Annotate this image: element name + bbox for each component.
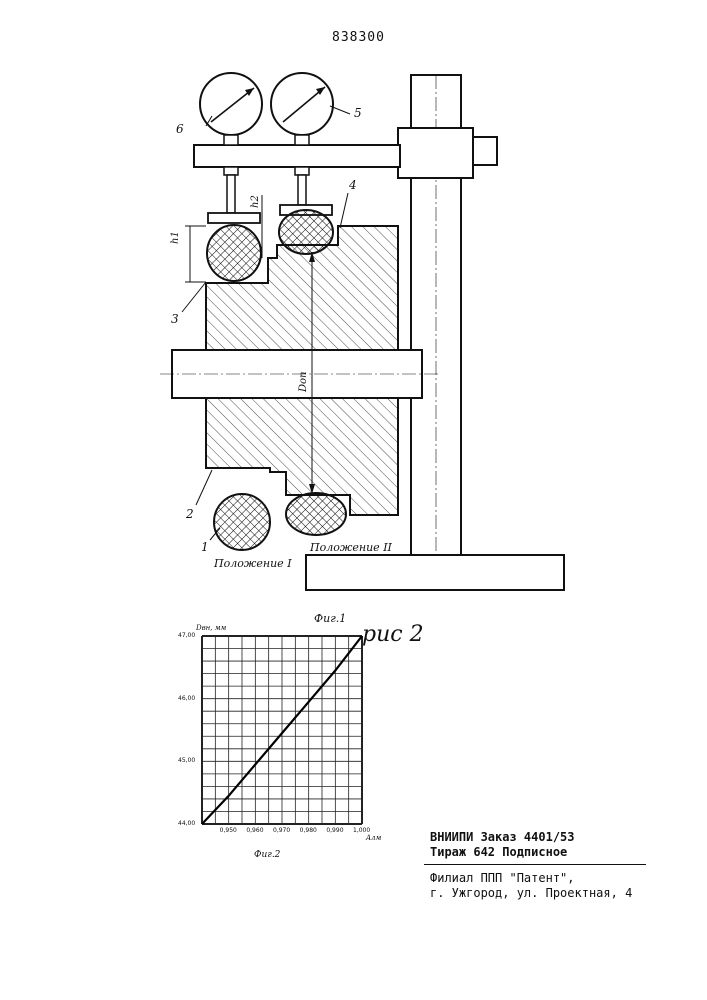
imprint-line-2: Тираж 642 Подписное bbox=[430, 845, 567, 859]
imprint-divider bbox=[424, 864, 646, 865]
x-tick-label: 0,990 bbox=[326, 827, 343, 834]
imprint-line-3: Филиал ППП "Патент", bbox=[430, 871, 575, 885]
x-tick-label: 0,960 bbox=[246, 827, 263, 834]
chart-annotation: рис 2 bbox=[362, 622, 424, 647]
y-tick-label: 44,00 bbox=[178, 820, 195, 827]
chart-xlabel: Aлм bbox=[366, 834, 381, 842]
y-tick-label: 46,00 bbox=[178, 695, 195, 702]
x-tick-label: 0,950 bbox=[220, 827, 237, 834]
y-tick-label: 47,00 bbox=[178, 632, 195, 639]
chart-ylabel: Dвн, мм bbox=[196, 624, 226, 632]
x-tick-label: 0,970 bbox=[273, 827, 290, 834]
x-tick-label: 0,980 bbox=[300, 827, 317, 834]
x-tick-label: 1,000 bbox=[353, 827, 370, 834]
figure-2-caption: Фиг.2 bbox=[254, 850, 280, 860]
y-tick-label: 45,00 bbox=[178, 757, 195, 764]
imprint-line-1: ВНИИПИ Заказ 4401/53 bbox=[430, 830, 575, 844]
imprint-line-4: г. Ужгород, ул. Проектная, 4 bbox=[430, 886, 632, 900]
